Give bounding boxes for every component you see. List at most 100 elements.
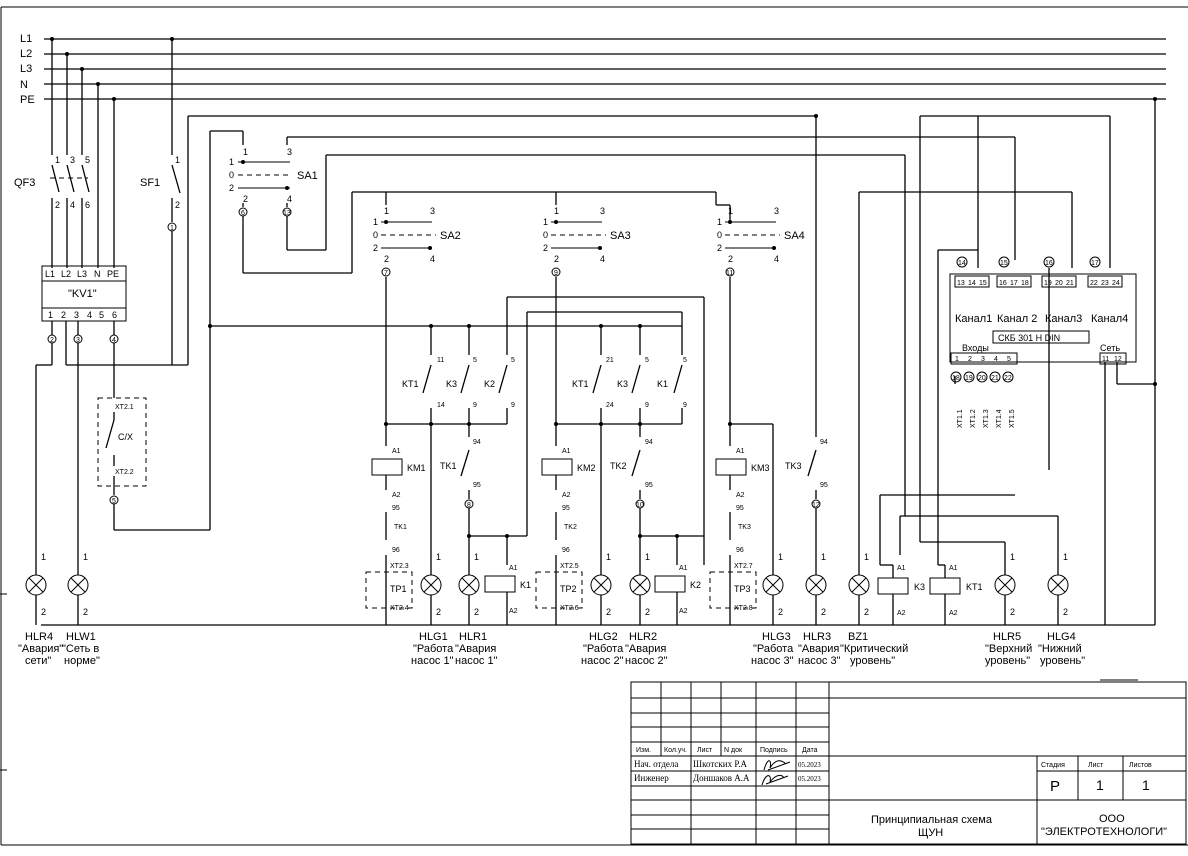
p3-tk-a: 94: [820, 439, 828, 446]
tb-title-2: ЩУН: [918, 827, 943, 839]
p2-tk-a: 94: [645, 439, 653, 446]
hlg4-desc-2: уровень": [1040, 655, 1085, 667]
p1-k2-a: 5: [511, 357, 515, 364]
wire-19: 19: [965, 375, 973, 382]
p1-tk-b: 95: [473, 482, 481, 489]
hlr4-lamp: 12: [25, 552, 47, 625]
kv1-out-4: 4: [87, 310, 92, 320]
kv1-relay: L1 L2 L3 N PE "KV1" 1 2 3 4 5 6: [41, 265, 127, 322]
hlg4-lamp-term-2: 2: [1063, 607, 1068, 617]
p1-k2-b: 9: [511, 402, 515, 409]
skb-channel-4: Канал4: [1091, 313, 1128, 325]
tb-stage: Р: [1050, 778, 1060, 795]
p1-k3-label: K3: [446, 379, 457, 389]
p1-kt-a: 11: [437, 357, 444, 364]
tb-date-1: 05.2023: [798, 761, 821, 769]
p3-km-a1: A1: [736, 448, 745, 455]
skb-channel-1: Канал1: [955, 313, 992, 325]
p2-tp: ТР2: [560, 584, 577, 594]
sa4-pos0: 0: [717, 230, 722, 240]
p2-kt-b: 24: [606, 402, 614, 409]
hlr1-id: HLR1: [459, 631, 487, 643]
wire-5: 5: [112, 498, 116, 505]
p3-km-label: KM3: [751, 463, 770, 473]
hlw1-id: HLW1: [66, 631, 96, 643]
p3-km-a2: A2: [736, 492, 745, 499]
qf3-term-5: 5: [85, 155, 90, 165]
hlr2-lamp-term-2: 2: [645, 607, 650, 617]
hlr4-lamp-term-2: 2: [41, 607, 46, 617]
p3-tkm-label: TK3: [738, 524, 751, 531]
p3-t96: 96: [736, 547, 744, 554]
p1-k3-a: 5: [473, 357, 477, 364]
cx-label: С/Х: [118, 432, 133, 442]
p2-k3-b: 9: [645, 402, 649, 409]
hlr5-lamp-term-2: 2: [1010, 607, 1015, 617]
hlg3-id: HLG3: [762, 631, 791, 643]
wire-15: 15: [1000, 260, 1008, 267]
wire-17: 17: [1091, 260, 1099, 267]
hlg3-desc-2: насос 3": [751, 655, 794, 667]
sa1-c4: 4: [287, 194, 292, 204]
skb-t17: 17: [1010, 280, 1018, 287]
qf3-label: QF3: [14, 177, 35, 189]
sa3-pos1: 1: [543, 217, 548, 227]
tb-sheet: 1: [1096, 777, 1104, 793]
hlw1-lamp-term-2: 2: [83, 607, 88, 617]
bus-l3-label: L3: [20, 63, 32, 75]
p2-k2-a: 5: [683, 357, 687, 364]
sa1-pos1: 1: [229, 157, 234, 167]
hlg2-lamp: 12: [590, 552, 612, 625]
tb-h-doc: N док: [724, 747, 743, 754]
p2-tkm-label: TK2: [564, 524, 577, 531]
hlr3-lamp-term-2: 2: [821, 607, 826, 617]
cx-thermostat: XT2.1 С/Х XT2.2 5: [97, 131, 212, 531]
wire-9: 9: [554, 270, 558, 277]
skb-t23: 23: [1101, 280, 1109, 287]
cx-xt22: XT2.2: [115, 469, 134, 476]
hlr5-id: HLR5: [993, 631, 1021, 643]
hlr2-id: HLR2: [629, 631, 657, 643]
p1-kt-label: KT1: [402, 379, 419, 389]
skb-xt1-1: XT1.1: [957, 409, 964, 428]
kv1-in-l2: L2: [61, 269, 71, 279]
wire-8: 8: [467, 502, 471, 509]
bz1-lamp-term-2: 2: [864, 607, 869, 617]
p2-t96: 96: [562, 547, 570, 554]
p1-k3-b: 9: [473, 402, 477, 409]
sa1-pos0: 0: [229, 170, 234, 180]
wire-1: 1: [170, 225, 174, 232]
tb-role-1: Нач. отдела: [634, 759, 678, 769]
sa4-c4: 4: [774, 254, 779, 264]
wire-13: 13: [283, 210, 291, 217]
skb-t20: 20: [1055, 280, 1063, 287]
skb-inputs-label: Входы: [962, 343, 989, 353]
p1-xtb: XT2.4: [390, 605, 409, 612]
sa3-c2: 2: [554, 254, 559, 264]
pump1-circuit: 11 5 5 KT1 K3 K2 14 9 9 94 TK1 95 8 A1 K…: [365, 277, 531, 625]
pump2-circuit: 21 5 5 KT1 K3 K1 24 9 9 94 TK2 95 10 A1 …: [535, 277, 704, 625]
skb-channel-3: Канал3: [1045, 313, 1082, 325]
tb-h-list: Лист: [697, 747, 713, 754]
wire-7: 7: [384, 270, 388, 277]
skb-t19: 19: [1044, 280, 1052, 287]
hlg1-id: HLG1: [419, 631, 448, 643]
tb-role-2: Инженер: [634, 773, 669, 783]
kv1-out-3: 3: [74, 310, 79, 320]
sf1-label: SF1: [140, 177, 160, 189]
sa2-c3: 3: [430, 206, 435, 216]
tb-stage-label: Стадия: [1041, 762, 1065, 769]
p2-k3-a: 5: [645, 357, 649, 364]
skb-t16: 16: [999, 280, 1007, 287]
skb-t14: 14: [968, 280, 976, 287]
hlr2-desc-1: "Авария: [625, 643, 666, 655]
tb-sheet-label: Лист: [1088, 762, 1104, 769]
p2-tk-label: TK2: [610, 461, 627, 471]
p2-rel-label: K2: [690, 580, 701, 590]
control-wires: [41, 99, 1156, 626]
p2-xtb: XT2.6: [560, 605, 579, 612]
p1-tk-a: 94: [473, 439, 481, 446]
qf3-breaker: 1 3 5 QF3 2 4 6: [14, 39, 115, 268]
sa1-label: SA1: [297, 170, 318, 182]
